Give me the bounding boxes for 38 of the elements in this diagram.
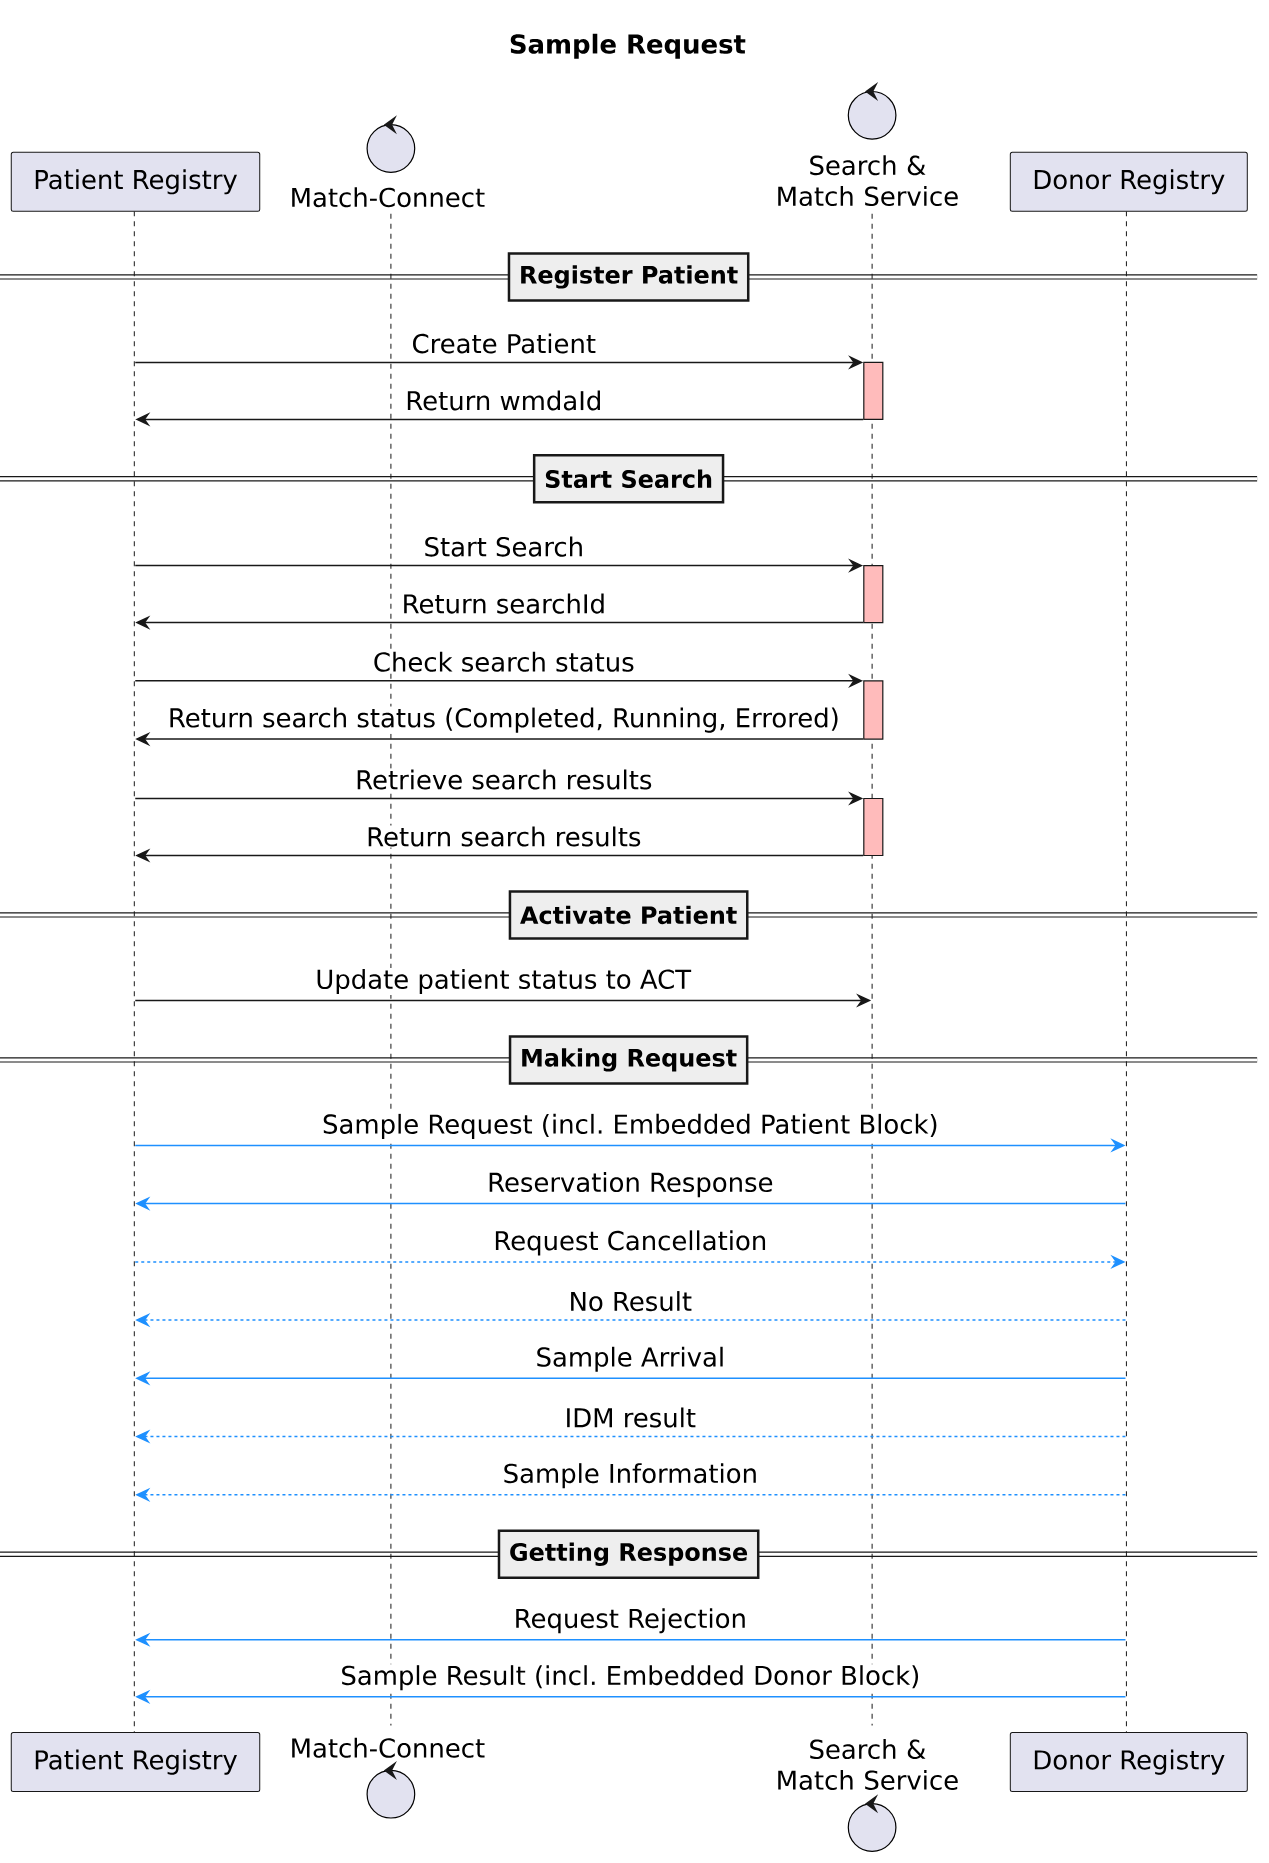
edge-label: Retrieve search results <box>354 768 654 791</box>
edge-label: Create Patient <box>410 332 598 355</box>
activation-bar <box>863 797 884 857</box>
title: Sample Request <box>510 33 746 59</box>
control-participant: Search & Match Service <box>778 82 958 207</box>
edge-label: Check search status <box>371 650 636 673</box>
edge-label: Request Cancellation <box>492 1229 769 1257</box>
edge-label: Sample Arrival <box>534 1345 727 1373</box>
control-participant: Match-Connect <box>292 1737 485 1819</box>
node-label: Match-Connect <box>292 1737 485 1758</box>
edge-label: Sample Request (incl. Embedded Patient Block) <box>321 1112 940 1140</box>
edge-label: Return wmdaId <box>404 389 604 412</box>
control-participant: Search & Match Service <box>778 1739 958 1852</box>
edge-label: Sample Information <box>501 1462 759 1490</box>
edge-label: Reservation Response <box>486 1171 775 1199</box>
edge-label: Return searchId <box>400 592 607 615</box>
activation-bar <box>863 361 884 420</box>
node-label: Search & Match Service <box>778 1739 958 1790</box>
edge-label: Return search results <box>365 825 643 848</box>
edge-label: Sample Result (incl. Embedded Donor Block) <box>339 1664 922 1692</box>
activation-bar <box>863 680 884 740</box>
activation-bar <box>863 565 884 624</box>
edge-label: Start Search <box>422 535 586 558</box>
node-label: Search & Match Service <box>778 155 958 207</box>
lifeline <box>390 213 392 1727</box>
edge-label: No Result <box>567 1290 694 1313</box>
participant-box: Patient Registry <box>10 151 261 212</box>
edge-label: Request Rejection <box>512 1607 748 1635</box>
node-label: Match-Connect <box>292 187 485 208</box>
edge-label: IDM result <box>563 1406 698 1429</box>
edge-label: Update patient status to ACT <box>314 968 693 996</box>
control-participant: Match-Connect <box>292 115 485 208</box>
lifeline <box>1125 210 1127 1734</box>
lifeline <box>133 210 135 1734</box>
participant-box: Patient Registry <box>10 1732 261 1793</box>
edge-label: Return search status (Completed, Running, Errored) <box>166 706 841 734</box>
participant-box: Donor Registry <box>1009 1732 1248 1793</box>
participant-box: Donor Registry <box>1009 151 1248 212</box>
